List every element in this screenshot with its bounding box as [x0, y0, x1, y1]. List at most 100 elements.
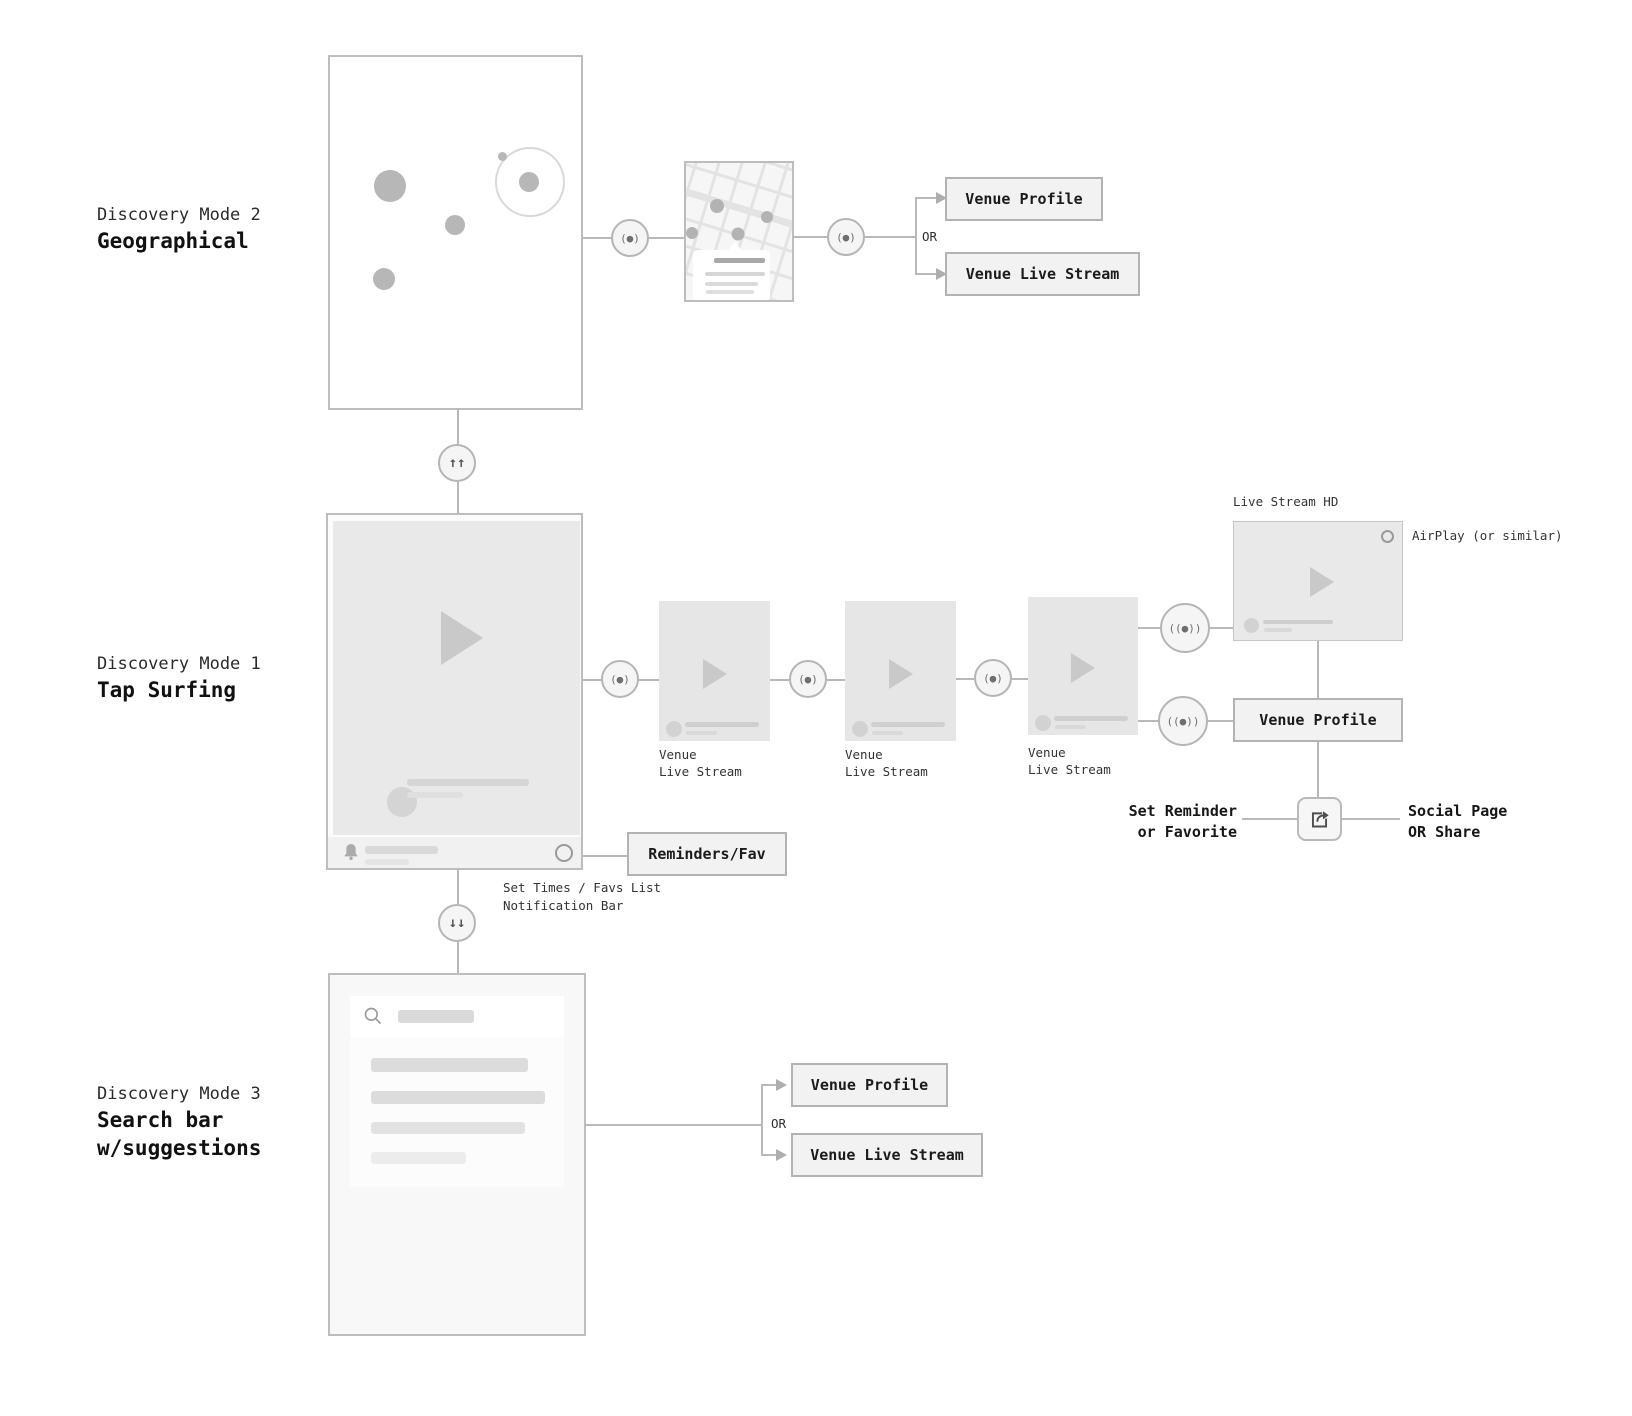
airplay-circle-icon [1381, 530, 1394, 543]
section-kicker: Discovery Mode 3 [97, 1084, 261, 1104]
long-press-glyph: ((●)) [1166, 714, 1200, 728]
venue-profile-box-bottom: Venue Profile [791, 1063, 948, 1107]
text-placeholder [365, 846, 438, 854]
venue-bubble-ring [495, 147, 565, 217]
video-area [333, 521, 580, 835]
text-placeholder [407, 792, 463, 798]
suggestion-line [371, 1152, 466, 1164]
connector [583, 855, 627, 857]
map-streets-graphic [633, 109, 851, 353]
connector [1208, 720, 1233, 722]
tap-glyph: (●) [983, 671, 1003, 685]
share-action-box [1297, 797, 1342, 841]
text-placeholder [1263, 620, 1333, 624]
reminder-circle-icon [555, 844, 573, 862]
text-placeholder [1264, 628, 1292, 632]
live-stream-hd-label: Live Stream HD [1233, 494, 1339, 509]
note-line: Notification Bar [503, 898, 624, 913]
venue-profile-box-right: Venue Profile [1233, 698, 1403, 742]
connector [1242, 818, 1297, 820]
section-title: Geographical [97, 229, 249, 253]
connector [956, 678, 974, 680]
caption-line: Venue [845, 747, 883, 762]
connector [649, 237, 684, 239]
note-line: Social Page [1408, 802, 1508, 820]
play-icon [1310, 567, 1334, 597]
arrowhead [776, 1079, 787, 1091]
play-icon [703, 659, 727, 689]
connector [827, 679, 845, 681]
connector [583, 237, 611, 239]
tap-gesture-icon: (●) [974, 659, 1012, 697]
arrowhead [776, 1149, 787, 1161]
venue-bubble [519, 172, 539, 192]
phone-map-bubbles-wireframe [328, 55, 583, 410]
connector [794, 236, 827, 238]
venue-stream-card [659, 601, 770, 741]
long-press-gesture-icon: ((●)) [1160, 603, 1210, 653]
tap-gesture-icon: (●) [611, 219, 649, 257]
text-placeholder [1055, 725, 1086, 729]
phone-live-stream-wireframe [326, 513, 583, 870]
section-kicker: Discovery Mode 2 [97, 205, 261, 225]
note-line: OR Share [1408, 823, 1481, 841]
live-stream-hd-player [1233, 521, 1403, 641]
arrowhead [936, 192, 947, 204]
tap-glyph: (●) [620, 231, 640, 245]
venue-bubble [498, 152, 507, 161]
set-times-note: Set Times / Favs List Notification Bar [503, 879, 661, 915]
suggestions-panel [350, 1037, 564, 1187]
connector [865, 236, 916, 238]
caption-line: Live Stream [1028, 762, 1111, 777]
connector [583, 679, 601, 681]
suggestion-line [371, 1122, 525, 1134]
connector [1138, 720, 1158, 722]
caption-line: Live Stream [845, 764, 928, 779]
venue-bubble [373, 268, 395, 290]
section-title: Search bar [97, 1108, 224, 1132]
tap-gesture-icon: (●) [789, 660, 827, 698]
play-icon [1071, 653, 1095, 683]
connector [915, 197, 917, 275]
reminders-fav-box: Reminders/Fav [627, 832, 787, 876]
venue-bubble [445, 215, 465, 235]
text-placeholder [685, 722, 759, 727]
venue-profile-box-top: Venue Profile [945, 177, 1103, 221]
caption-line: Venue [1028, 745, 1066, 760]
search-placeholder [398, 1010, 474, 1023]
tap-gesture-icon: (●) [601, 660, 639, 698]
connector [457, 410, 459, 444]
venue-card-caption: Venue Live Stream [1028, 744, 1111, 778]
swipe-up-glyph: ↑↑ [448, 455, 466, 471]
tap-glyph: (●) [798, 672, 818, 686]
section-title: w/suggestions [97, 1136, 262, 1160]
long-press-gesture-icon: ((●)) [1158, 696, 1208, 746]
connector [761, 1084, 763, 1156]
social-share-note: Social Page OR Share [1408, 801, 1507, 843]
connector [457, 870, 459, 904]
venue-live-stream-box-top: Venue Live Stream [945, 252, 1140, 296]
set-reminder-note: Set Reminder or Favorite [1080, 801, 1237, 843]
connector [761, 1154, 777, 1156]
search-bar [350, 996, 564, 1037]
swipe-down-glyph: ↓↓ [448, 915, 466, 931]
note-line: Set Reminder [1128, 802, 1237, 820]
section-kicker: Discovery Mode 1 [97, 654, 261, 674]
search-icon [364, 1007, 382, 1025]
swipe-down-gesture-icon: ↓↓ [438, 904, 476, 942]
text-placeholder [365, 859, 409, 865]
text-placeholder [871, 722, 945, 727]
long-press-glyph: ((●)) [1168, 621, 1202, 635]
notification-bar [328, 837, 581, 868]
venue-card-caption: Venue Live Stream [845, 746, 928, 780]
connector [1012, 678, 1028, 680]
note-line: Set Times / Favs List [503, 880, 662, 895]
section-label-geographical: Discovery Mode 2 Geographical [97, 203, 261, 255]
avatar [1244, 618, 1259, 633]
connector [1317, 742, 1319, 797]
venue-card-caption: Venue Live Stream [659, 746, 742, 780]
caption-line: Venue [659, 747, 697, 762]
suggestion-line [371, 1058, 528, 1072]
section-label-search: Discovery Mode 3 Search bar w/suggestion… [97, 1082, 261, 1162]
